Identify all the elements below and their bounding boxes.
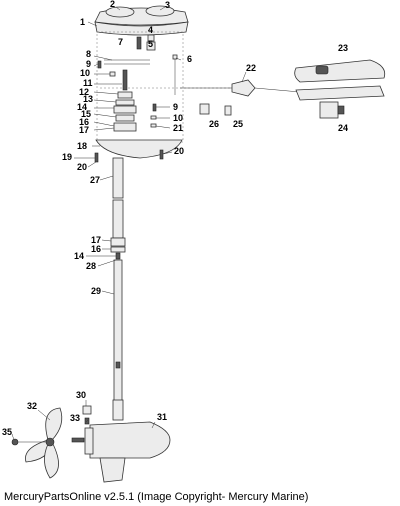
callout-23: 23 [338, 43, 348, 53]
lower-unit-motor [71, 405, 171, 483]
callout-31: 31 [157, 412, 167, 422]
control-internals [97, 34, 157, 132]
collar-base [95, 139, 183, 159]
callout-16b: 16 [91, 244, 101, 254]
propeller [11, 407, 63, 479]
callout-5: 5 [148, 39, 153, 49]
callout-6: 6 [187, 54, 192, 64]
callout-30: 30 [76, 390, 86, 400]
callout-10b: 10 [173, 113, 183, 123]
callout-3: 3 [165, 0, 170, 10]
callout-8: 8 [86, 49, 91, 59]
callout-2: 2 [110, 0, 115, 9]
callout-29: 29 [91, 286, 101, 296]
callout-32: 32 [27, 401, 37, 411]
callout-17b: 17 [91, 235, 101, 245]
callout-11: 11 [83, 78, 93, 88]
leader-lines [11, 6, 247, 441]
callout-9a: 9 [86, 59, 91, 69]
foot-pedal-assembly [180, 59, 386, 119]
shaft [110, 157, 126, 421]
head-cover [94, 5, 189, 36]
callout-17a: 17 [79, 125, 89, 135]
callout-28: 28 [86, 261, 96, 271]
callout-20a: 20 [77, 162, 87, 172]
callout-1: 1 [80, 17, 85, 27]
callout-14a: 14 [77, 102, 87, 112]
callout-14b: 14 [74, 251, 84, 261]
callout-13: 13 [83, 94, 93, 104]
callout-4: 4 [148, 25, 153, 35]
callout-20b: 20 [174, 146, 184, 156]
callout-9b: 9 [173, 102, 178, 112]
callout-labels: 1 2 3 4 5 7 6 8 9 10 11 12 13 14 15 16 1… [2, 0, 348, 437]
callout-15: 15 [81, 109, 91, 119]
callout-35: 35 [2, 427, 12, 437]
callout-22: 22 [246, 63, 256, 73]
housing-outline [96, 31, 184, 143]
callout-25: 25 [233, 119, 243, 129]
callout-19: 19 [62, 152, 72, 162]
footer-caption: MercuryPartsOnline v2.5.1 (Image Copyrig… [4, 491, 309, 503]
callout-10a: 10 [80, 68, 90, 78]
callout-18: 18 [77, 141, 87, 151]
callout-7: 7 [118, 37, 123, 47]
callout-12: 12 [79, 87, 89, 97]
callout-33: 33 [70, 413, 80, 423]
steering-rod [172, 54, 178, 95]
callout-24: 24 [338, 123, 348, 133]
callout-16a: 16 [79, 117, 89, 127]
callout-27: 27 [90, 175, 100, 185]
callout-21: 21 [173, 123, 183, 133]
callout-26: 26 [209, 119, 219, 129]
exploded-parts-diagram: 1 2 3 4 5 7 6 8 9 10 11 12 13 14 15 16 1… [2, 0, 386, 483]
